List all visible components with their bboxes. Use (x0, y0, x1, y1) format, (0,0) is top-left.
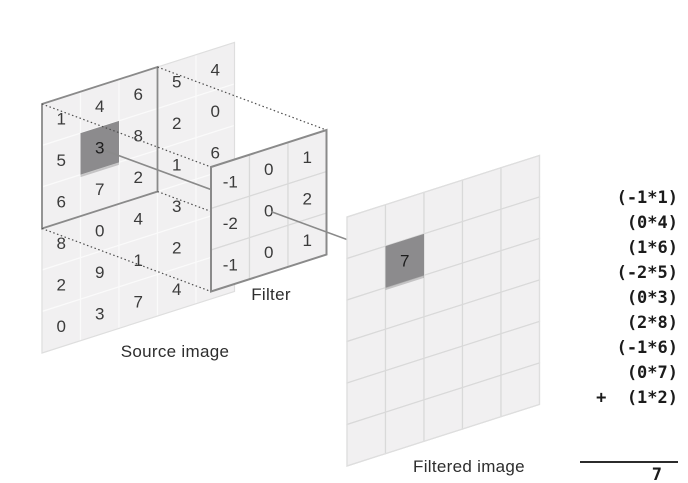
cell-value: 9 (95, 263, 104, 282)
cell-value: 1 (134, 251, 143, 270)
cell-value: 1 (303, 148, 312, 167)
calc-line: (2*8) (626, 313, 678, 333)
calc-result: 7 (580, 461, 678, 483)
source-cell-outer-border (41, 41, 236, 354)
cell-value: 2 (57, 276, 66, 295)
cell-value: 2 (303, 189, 312, 208)
cell-value: 4 (95, 97, 104, 116)
cell-value: 0 (264, 160, 273, 179)
calc-line: (0*4) (626, 213, 678, 233)
cell-value: 3 (95, 305, 104, 324)
filter-grid: -1 0 1 -2 0 2 -1 0 1 (210, 128, 328, 293)
filtered-cell-highlight (385, 233, 424, 288)
cell-value: 0 (264, 202, 273, 221)
filtered-cell-outer-border (346, 154, 541, 467)
cell-value: 7 (134, 292, 143, 311)
calc-line: (-1*6) (616, 338, 678, 358)
filtered-image-label: Filtered image (413, 457, 525, 476)
calc-line: (-1*1) (616, 188, 678, 208)
calculation-block: (-1*1) (0*4) (1*6) (-2*5) (0*3) (2*8) (-1*6) (0… (558, 136, 678, 483)
cell-value: 0 (95, 222, 104, 241)
calc-line: (0*3) (626, 288, 678, 308)
cell-value: 3 (172, 197, 181, 216)
cell-value: -2 (223, 214, 238, 233)
cell-value: 5 (172, 73, 181, 92)
calc-line: + (1*2) (596, 388, 678, 408)
cell-value: 1 (57, 110, 66, 129)
cell-value: -1 (223, 173, 238, 192)
filtered-cell-highlight-value: 7 (400, 252, 409, 271)
cell-value: 8 (57, 234, 66, 253)
cell-value: 7 (95, 180, 104, 199)
cell-value: 4 (172, 280, 181, 299)
source-cell-highlight (80, 120, 119, 175)
cell-value: 2 (172, 239, 181, 258)
filter-border (210, 128, 328, 293)
cell-value: 6 (134, 85, 143, 104)
filter-label: Filter (251, 285, 291, 304)
calc-line: (-2*5) (616, 263, 678, 283)
calc-line: (1*6) (626, 238, 678, 258)
cell-value: 6 (211, 143, 220, 162)
cell-value: 0 (211, 102, 220, 121)
cell-value: 1 (303, 231, 312, 250)
cell-value: 4 (211, 60, 220, 79)
cell-value: 1 (172, 156, 181, 175)
cell-value: 2 (134, 168, 143, 187)
cell-value: 0 (264, 243, 273, 262)
filtered-image-grid: 7 (346, 154, 541, 467)
cell-value: 6 (57, 193, 66, 212)
source-cell-highlight-value: 3 (95, 139, 104, 158)
calc-line: (0*7) (626, 363, 678, 383)
cell-value: 2 (172, 114, 181, 133)
cell-value: -1 (223, 256, 238, 275)
source-image-label: Source image (121, 342, 230, 361)
cell-value: 4 (134, 209, 143, 228)
cell-value: 8 (134, 126, 143, 145)
calculation-lines: (-1*1) (0*4) (1*6) (-2*5) (0*3) (2*8) (-1*6) (0… (558, 186, 678, 411)
cell-value: 0 (57, 317, 66, 336)
cell-value: 5 (57, 151, 66, 170)
